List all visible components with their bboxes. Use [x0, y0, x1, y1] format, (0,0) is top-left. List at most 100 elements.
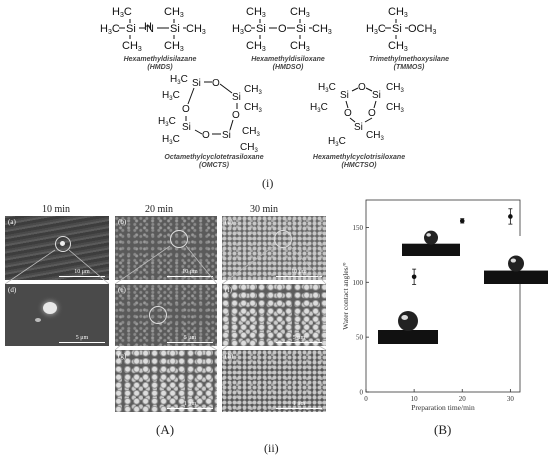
sem-panel-g: (g) 1 μm: [115, 350, 217, 412]
omcts-abbr: (OMCTS): [199, 162, 229, 169]
svg-text:O: O: [212, 78, 220, 89]
svg-text:CH3: CH3: [246, 6, 266, 19]
col-title-30min: 30 min: [250, 204, 279, 215]
svg-text:CH3: CH3: [186, 23, 206, 36]
svg-text:O: O: [358, 82, 366, 93]
svg-text:H3C: H3C: [158, 116, 176, 128]
water-droplet: [398, 311, 418, 331]
hmctso-abbr: (HMCTSO): [341, 162, 377, 169]
hmctso-name: Hexamethylcyclotrisiloxane: [312, 154, 406, 161]
svg-text:Si: Si: [372, 90, 381, 101]
svg-text:Si: Si: [222, 130, 231, 141]
svg-text:H3C: H3C: [318, 82, 336, 94]
svg-text:Si: Si: [126, 23, 136, 35]
y-axis-label: Water contact angles/°: [341, 262, 350, 329]
substrate: [402, 243, 460, 256]
svg-text:CH3: CH3: [244, 102, 262, 114]
svg-text:CH3: CH3: [388, 40, 408, 53]
sem-panel-a: (a) 10 μm: [5, 216, 109, 280]
water-droplet: [508, 255, 524, 272]
svg-text:H: H: [144, 21, 152, 33]
svg-text:H3C: H3C: [232, 23, 252, 36]
tmmos-abbr: (TMMOS): [393, 64, 425, 71]
svg-text:O: O: [368, 108, 376, 119]
sem-panel-e: (e) 5 μm: [115, 284, 217, 346]
svg-text:Si: Si: [296, 23, 306, 35]
zoom-lines: [4, 245, 327, 351]
col-title-10min: 10 min: [42, 204, 71, 215]
sem-feature-circle: [149, 306, 167, 324]
svg-text:Si: Si: [256, 23, 266, 35]
hmds-structure: H3C H3C Si CH3 H N CH3 Si CH3 CH3: [100, 6, 206, 53]
svg-text:O: O: [182, 104, 190, 115]
sem-panel-f: (f) 5 μm: [222, 284, 326, 346]
droplet-inset-10min: [378, 294, 438, 344]
sem-feature-circle: [274, 230, 292, 248]
svg-text:H3C: H3C: [366, 23, 386, 36]
svg-text:CH3: CH3: [164, 40, 184, 53]
hmdso-abbr: (HMDSO): [272, 64, 304, 71]
sem-panel-c: (c) 10 μm: [222, 216, 326, 280]
data-point: [459, 218, 465, 224]
substrate: [378, 330, 438, 344]
sem-feature-circle: [55, 236, 71, 252]
omcts-structure: H3C Si O H3C Si CH3 CH3 O O H3C Si H3C O…: [158, 74, 262, 152]
sem-panel-b: (b) 10 μm: [115, 216, 217, 280]
hmdso-structure: CH3 H3C Si CH3 O CH3 Si CH3 CH3: [232, 6, 332, 53]
x-tick-label: 30: [507, 395, 515, 403]
svg-text:CH3: CH3: [164, 6, 184, 19]
droplet-highlight: [426, 233, 431, 237]
svg-text:N: N: [146, 23, 154, 35]
svg-text:Si: Si: [392, 23, 402, 35]
y-tick-label: 150: [353, 224, 364, 232]
svg-text:CH3: CH3: [312, 23, 332, 36]
tmmos-name: Trimethylmethoxysilane: [368, 56, 449, 63]
omcts-name: Octamethylcyclotetrasiloxane: [164, 154, 264, 161]
svg-text:Si: Si: [340, 90, 349, 101]
panel-b-label: (B): [434, 422, 452, 437]
svg-text:CH3: CH3: [242, 126, 260, 138]
y-tick-label: 50: [356, 334, 364, 342]
svg-text:O: O: [278, 23, 287, 35]
svg-text:CH3: CH3: [246, 40, 266, 53]
svg-text:Si: Si: [170, 23, 180, 35]
svg-text:CH3: CH3: [244, 84, 262, 96]
svg-text:CH3: CH3: [290, 6, 310, 19]
y-tick-label: 0: [360, 389, 364, 397]
y-tick-label: 100: [353, 279, 364, 287]
droplet-inset-30min: [484, 236, 548, 284]
sem-particle: [43, 302, 57, 314]
droplet-highlight: [401, 315, 408, 320]
svg-text:H3C: H3C: [170, 74, 188, 86]
svg-text:Si: Si: [182, 122, 191, 133]
svg-text:H3C: H3C: [162, 90, 180, 102]
x-tick-label: 0: [364, 395, 368, 403]
svg-text:CH3: CH3: [388, 6, 408, 19]
svg-text:OCH3: OCH3: [408, 23, 436, 36]
svg-text:Si: Si: [232, 92, 241, 103]
sem-panel-h: (h) 1 μm: [222, 350, 326, 412]
svg-text:O: O: [344, 108, 352, 119]
part-i-label: (i): [262, 176, 274, 190]
svg-text:CH3: CH3: [386, 102, 404, 114]
svg-text:H3C: H3C: [112, 6, 132, 19]
svg-text:O: O: [202, 130, 210, 141]
x-tick-label: 10: [411, 395, 419, 403]
tmmos-structure: CH3 H3C Si OCH3 CH3: [366, 6, 436, 53]
hmds-abbr: (HMDS): [147, 64, 173, 71]
hmdso-name: Hexamethyldisiloxane: [251, 56, 325, 63]
svg-text:Si: Si: [192, 78, 201, 89]
svg-text:O: O: [232, 110, 240, 121]
col-title-20min: 20 min: [145, 204, 174, 215]
svg-text:CH3: CH3: [290, 40, 310, 53]
droplet-inset-20min: [402, 212, 460, 256]
hmctso-structure: H3C Si O Si CH3 H3C O O CH3 Si CH3 H3C: [310, 82, 404, 148]
substrate: [484, 270, 548, 284]
svg-text:Si: Si: [354, 122, 363, 133]
plot-frame: [365, 199, 521, 393]
svg-text:H3C: H3C: [328, 136, 346, 148]
svg-text:H3C: H3C: [162, 134, 180, 146]
data-point: [508, 214, 513, 219]
